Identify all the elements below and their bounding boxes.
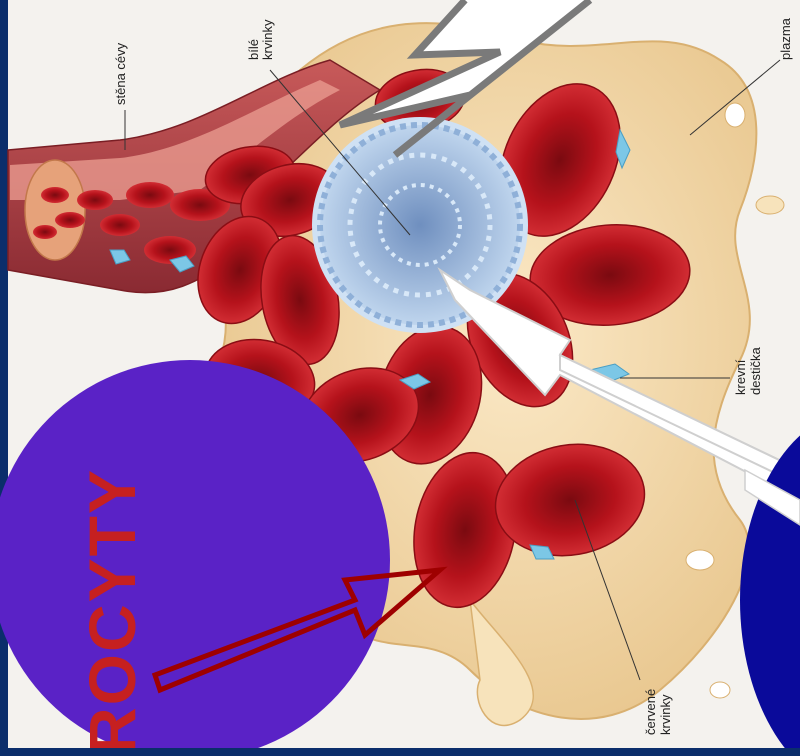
label-white-cells-2: krvinky [260,19,275,60]
label-plasma: plazma [778,17,793,60]
left-frame-strip [0,0,8,756]
label-platelet-1: krevní [733,359,748,395]
plasma-bubble [710,682,730,698]
purple-circle [0,360,390,756]
label-red-cells-2: krvinky [658,694,673,735]
overlay-title: ROCYTY [75,468,149,755]
plasma-bubble [686,550,714,570]
label-platelet-2: destička [748,347,763,395]
plasma-droplet [756,196,784,214]
label-red-cells-1: červené [643,689,658,735]
label-vessel-wall: stěna cévy [113,42,128,105]
label-white-cells-1: bílé [246,39,261,60]
white-blood-cell [312,117,528,333]
vessel-opening [25,160,85,260]
plasma-bubble [725,103,745,127]
bottom-frame-strip [0,748,800,756]
